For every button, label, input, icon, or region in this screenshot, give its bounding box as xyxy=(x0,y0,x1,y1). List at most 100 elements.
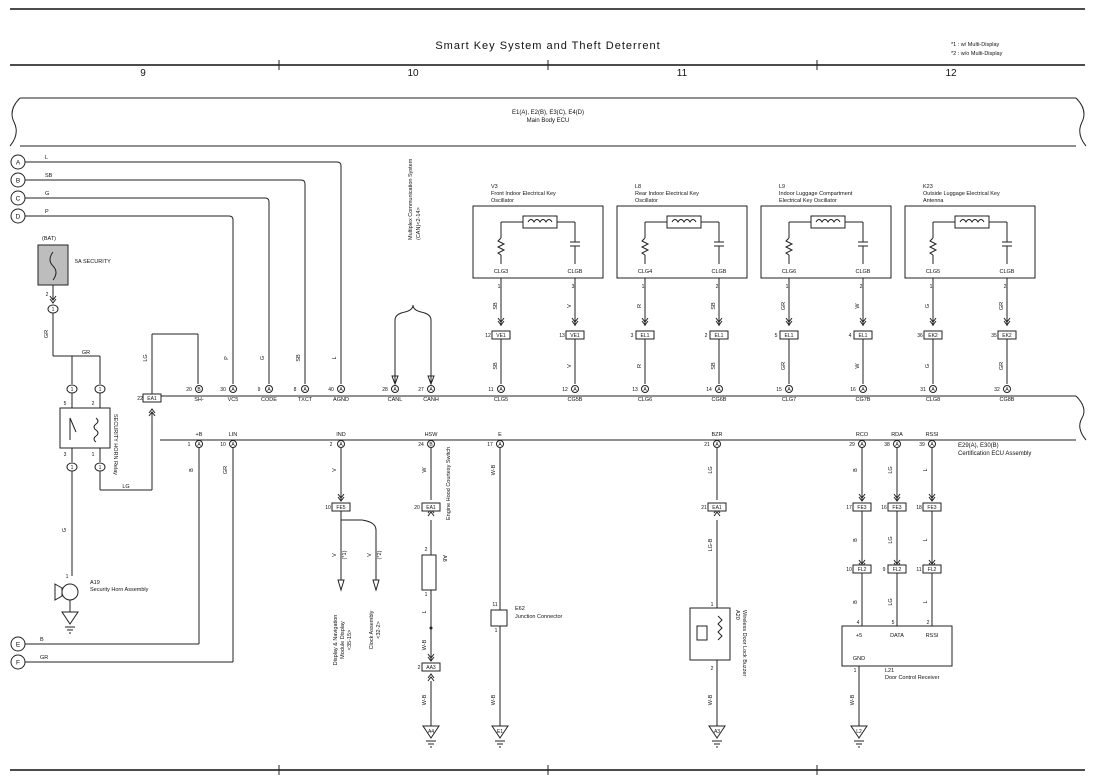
receiver-pin: 2 xyxy=(927,620,930,626)
lower-pin-letter: A xyxy=(930,442,934,448)
osc-junction-num: 36 xyxy=(917,333,923,339)
e62-ref: E62 xyxy=(515,606,525,612)
wire-color: L xyxy=(923,468,929,471)
wire-bend xyxy=(336,161,342,167)
wire-color: L xyxy=(332,356,338,359)
dest-display: Display & Navigation xyxy=(333,615,339,666)
ea1-left-num: 22 xyxy=(137,396,143,402)
osc-ref: V3 xyxy=(491,184,498,190)
lower-pin xyxy=(195,440,203,448)
fl2-num: 10 xyxy=(846,567,852,573)
wire-color: GR xyxy=(781,302,787,310)
osc-junction-num: 3 xyxy=(631,333,634,339)
ecu-pin-name: SH- xyxy=(194,397,204,403)
aa3-chevron xyxy=(427,653,435,662)
buzzer-ref: A20 xyxy=(734,610,740,620)
osc-chevron xyxy=(929,317,937,326)
osc-junction-num: 12 xyxy=(485,333,491,339)
wire-color: SB xyxy=(711,302,717,310)
wire-color: W-B xyxy=(850,694,856,705)
receiver-pin-name-2: DATA xyxy=(890,633,904,639)
fe3-num: 16 xyxy=(881,505,887,511)
can-arrowhead xyxy=(391,375,435,386)
osc-name: Front Indoor Electrical Key xyxy=(491,191,556,197)
horn-name: Security Horn Assembly xyxy=(90,587,149,593)
connector-F-label: F xyxy=(16,660,20,667)
wire-color: V xyxy=(367,553,373,557)
wire-color: W-B xyxy=(422,639,428,650)
wire-bend xyxy=(300,179,306,185)
osc-chevron xyxy=(641,317,649,326)
wire-color: GR xyxy=(781,362,787,370)
osc-pin-r: CLGB xyxy=(856,269,871,275)
ecu-pin-num: 20 xyxy=(186,387,192,393)
osc-ecu-num: 16 xyxy=(850,387,856,393)
osc-coil xyxy=(815,219,841,223)
bzr-pin1: 1 xyxy=(711,602,714,608)
ecu-pin-TXCT-letter: A xyxy=(303,387,307,393)
wire-relay-top: GR xyxy=(82,350,90,356)
rx-chevron xyxy=(858,493,866,502)
lower-pin-letter: A xyxy=(339,442,343,448)
osc-name2: Oscillator xyxy=(635,198,658,204)
horn-relay: SECURITY HORN Relay xyxy=(59,407,118,475)
lower-pin-name: E xyxy=(498,432,502,438)
osc-junction-label: EL1 xyxy=(785,333,794,339)
osc-junction-num: 2 xyxy=(705,333,708,339)
lower-pin-name: RSSI xyxy=(926,432,939,438)
osc-ecu-num: 15 xyxy=(776,387,782,393)
wire-color: W-B xyxy=(491,464,497,475)
osc-pin-r: CLGB xyxy=(568,269,583,275)
osc-lead-num: 2 xyxy=(860,284,863,290)
osc-resistor xyxy=(928,237,938,256)
ecu-pin-name: CANL xyxy=(388,397,403,403)
ecu-pin-num: 30 xyxy=(220,387,226,393)
osc-lead-num: 1 xyxy=(930,284,933,290)
wire-color: W xyxy=(855,303,861,309)
lower-pin-num: 2 xyxy=(330,442,333,448)
ecu-pin-num: 27 xyxy=(418,387,424,393)
osc-chevron xyxy=(785,317,793,326)
lower-pin xyxy=(928,440,936,448)
lower-pin-letter: A xyxy=(231,442,235,448)
osc-ecu-pin xyxy=(785,385,793,393)
osc-name2: Oscillator xyxy=(491,198,514,204)
rx-chevron xyxy=(893,493,901,502)
ecu-pin-CODE xyxy=(265,385,273,393)
junction-fl2-label: FL2 xyxy=(893,567,902,573)
junction-fe5-label: FE5 xyxy=(336,505,345,511)
junction-aa3-label: AA3 xyxy=(426,665,436,671)
ecu-pin-SH--letter: B xyxy=(197,387,201,393)
wire-color-B: SB xyxy=(45,173,53,179)
wire-color: G xyxy=(925,304,931,308)
receiver-gnd-pin: 1 xyxy=(854,668,857,674)
osc-ecu-pin xyxy=(497,385,505,393)
ground-a3-label: A3 xyxy=(714,729,720,735)
osc-junction-label: EL1 xyxy=(715,333,724,339)
fuse-conn-label: 1 xyxy=(52,307,55,313)
osc-ecu-num: 11 xyxy=(488,387,493,393)
relay-name: SECURITY HORN Relay xyxy=(112,414,118,475)
dest-clock: <32-2> xyxy=(376,621,382,638)
diagram-elements: ALBSBCGDPEBFGR21GRGR15311211G1LGEA122LGB… xyxy=(10,154,1036,748)
wire-color: V xyxy=(567,364,573,368)
osc-pin-l: CLG4 xyxy=(638,269,652,275)
osc-coil xyxy=(959,219,985,223)
column-10: 10 xyxy=(407,68,419,79)
ground-l2 xyxy=(850,725,868,739)
wire-color: LG xyxy=(888,598,894,605)
wire-color: GR xyxy=(999,302,1005,310)
osc-ecu-pin xyxy=(571,385,579,393)
wire-color: SB xyxy=(493,302,499,310)
lower-pin xyxy=(496,440,504,448)
wire-color: V xyxy=(332,553,338,557)
osc-ecu-pin-letter: A xyxy=(717,387,721,393)
relay-top-conn-label: 1 xyxy=(99,387,102,393)
ground-e1-label: E1 xyxy=(497,729,503,735)
lower-pin-letter: A xyxy=(860,442,864,448)
door-lock-buzzer: A20 Wireless Door Lock Buzzer xyxy=(689,607,747,676)
can-label-1: Multiplex Communication System xyxy=(408,158,414,240)
junction-ea1-hood xyxy=(421,502,441,512)
osc-ecu-name: CG5B xyxy=(568,397,583,403)
lower-pin-num: 10 xyxy=(220,442,226,448)
